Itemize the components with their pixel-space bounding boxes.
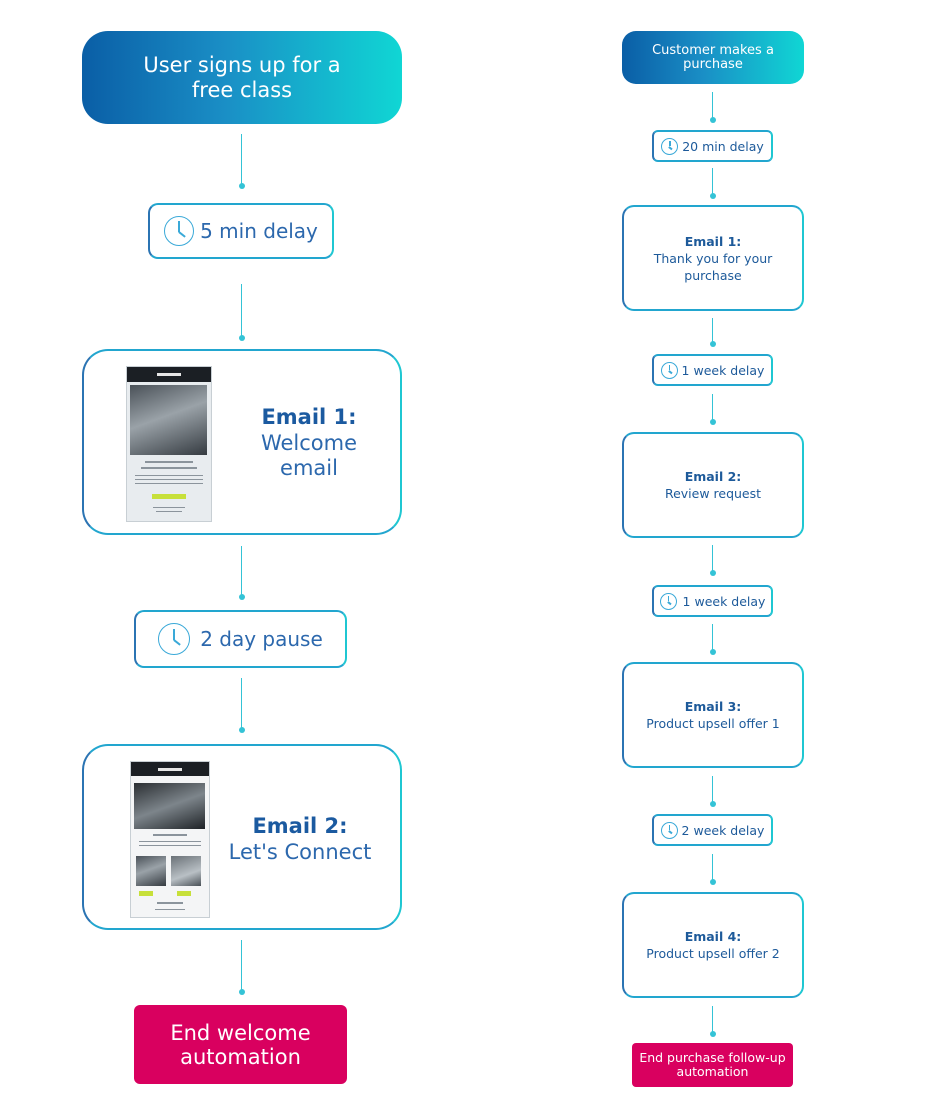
right-delay-4-label: 2 week delay [681,822,765,838]
email-1-thumbnail [126,366,212,522]
left-delay-2: 2 day pause [134,610,347,668]
right-delay-1-label: 20 min delay [682,138,764,154]
left-end-node: End welcome automation [134,1005,347,1084]
right-email-3-subtitle: Product upsell offer 1 [646,716,780,731]
right-connector-1 [708,92,718,123]
clock-icon [164,216,195,246]
right-email-2: Email 2: Review request [622,432,804,538]
right-email-1-subtitle: Thank you for your purchase [653,250,773,283]
right-end-node: End purchase follow-up automation [632,1043,793,1087]
clock-icon [660,821,678,839]
right-delay-4: 2 week delay [652,814,773,846]
right-connector-2 [708,168,718,199]
right-connector-9 [708,1006,718,1037]
left-end-label: End welcome automation [170,1020,311,1069]
left-connector-5 [237,940,247,995]
left-connector-4 [237,678,247,733]
left-delay-1: 5 min delay [148,203,334,259]
right-connector-4 [708,394,718,425]
right-connector-3 [708,318,718,347]
right-email-3-title: Email 3: [684,699,742,714]
right-start-node: Customer makes a purchase [622,31,804,84]
left-email-1-subtitle: Welcome email [260,431,358,480]
right-email-4-subtitle: Product upsell offer 2 [646,946,780,961]
right-connector-6 [708,624,718,655]
left-connector-3 [237,546,247,600]
left-email-2: Email 2: Let's Connect [82,744,402,930]
clock-icon [659,592,677,610]
right-delay-2-label: 1 week delay [681,362,765,378]
right-start-label: Customer makes a purchase [652,42,774,72]
right-connector-8 [708,854,718,885]
right-end-label: End purchase follow-up automation [639,1050,786,1079]
right-email-2-title: Email 2: [684,469,742,484]
left-email-1: Email 1: Welcome email [82,349,402,535]
left-delay-1-label: 5 min delay [200,219,318,243]
left-email-2-subtitle: Let's Connect [228,840,372,864]
left-email-1-title: Email 1: [261,405,357,429]
left-start-label: User signs up for a free class [143,52,341,102]
clock-icon [660,361,678,379]
left-start-node: User signs up for a free class [82,31,402,124]
left-connector-1 [237,134,247,189]
right-delay-3-label: 1 week delay [682,593,766,609]
right-email-4-title: Email 4: [684,929,742,944]
clock-icon [158,623,191,655]
right-connector-7 [708,776,718,807]
right-email-2-subtitle: Review request [664,486,762,501]
clock-icon [661,137,679,155]
right-email-3: Email 3: Product upsell offer 1 [622,662,804,768]
right-email-1-title: Email 1: [684,233,742,249]
right-email-1: Email 1: Thank you for your purchase [622,205,804,311]
left-delay-2-label: 2 day pause [200,627,323,651]
left-email-2-title: Email 2: [252,814,348,838]
right-delay-2: 1 week delay [652,354,773,386]
right-email-4: Email 4: Product upsell offer 2 [622,892,804,998]
left-connector-2 [237,284,247,341]
right-delay-1: 20 min delay [652,130,773,162]
right-connector-5 [708,545,718,576]
right-delay-3: 1 week delay [652,585,773,617]
email-2-thumbnail [130,761,210,918]
